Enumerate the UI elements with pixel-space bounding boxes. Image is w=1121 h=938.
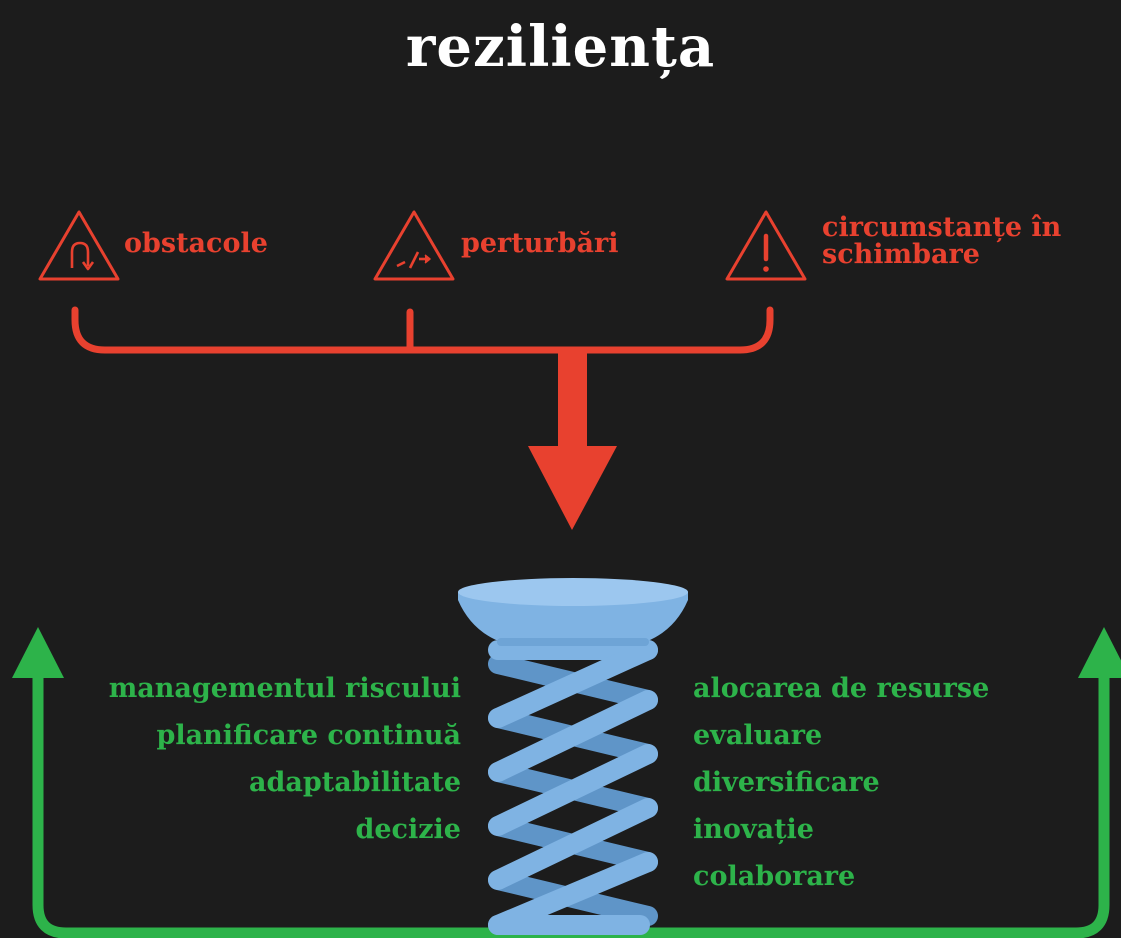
- strategy-item: evaluare: [693, 720, 823, 751]
- strategy-item: diversificare: [693, 767, 880, 798]
- challenge-label-obstacles: obstacole: [124, 228, 268, 259]
- loop-arrowhead-left: [12, 627, 64, 678]
- pressure-arrow: [528, 350, 617, 530]
- strategy-item: planificare continuă: [156, 720, 461, 751]
- challenge-label-changing-circumstances: circumstanțe în schimbare: [822, 214, 1061, 268]
- loop-arrowhead-right: [1078, 627, 1121, 678]
- strategy-item: inovație: [693, 814, 814, 845]
- page-title: reziliența: [405, 14, 716, 80]
- strategy-item: colaborare: [693, 861, 856, 892]
- exclamation-warning-icon: [725, 210, 807, 281]
- strategies-right-list: alocarea de resurse evaluare diversifica…: [693, 665, 989, 900]
- challenges-bracket: [71, 306, 774, 354]
- strategies-left-list: managementul riscului planificare contin…: [109, 665, 461, 853]
- challenge-label-line: schimbare: [822, 239, 980, 270]
- u-turn-warning-icon: [38, 210, 120, 281]
- strategy-item: alocarea de resurse: [693, 673, 990, 704]
- challenge-label-line: circumstanțe în: [822, 212, 1062, 243]
- strategy-item: decizie: [355, 814, 461, 845]
- disruption-warning-icon: [373, 210, 455, 281]
- strategy-item: managementul riscului: [108, 673, 461, 704]
- challenge-label-disruptions: perturbări: [461, 228, 619, 259]
- spring: [458, 578, 688, 935]
- strategy-item: adaptabilitate: [249, 767, 461, 798]
